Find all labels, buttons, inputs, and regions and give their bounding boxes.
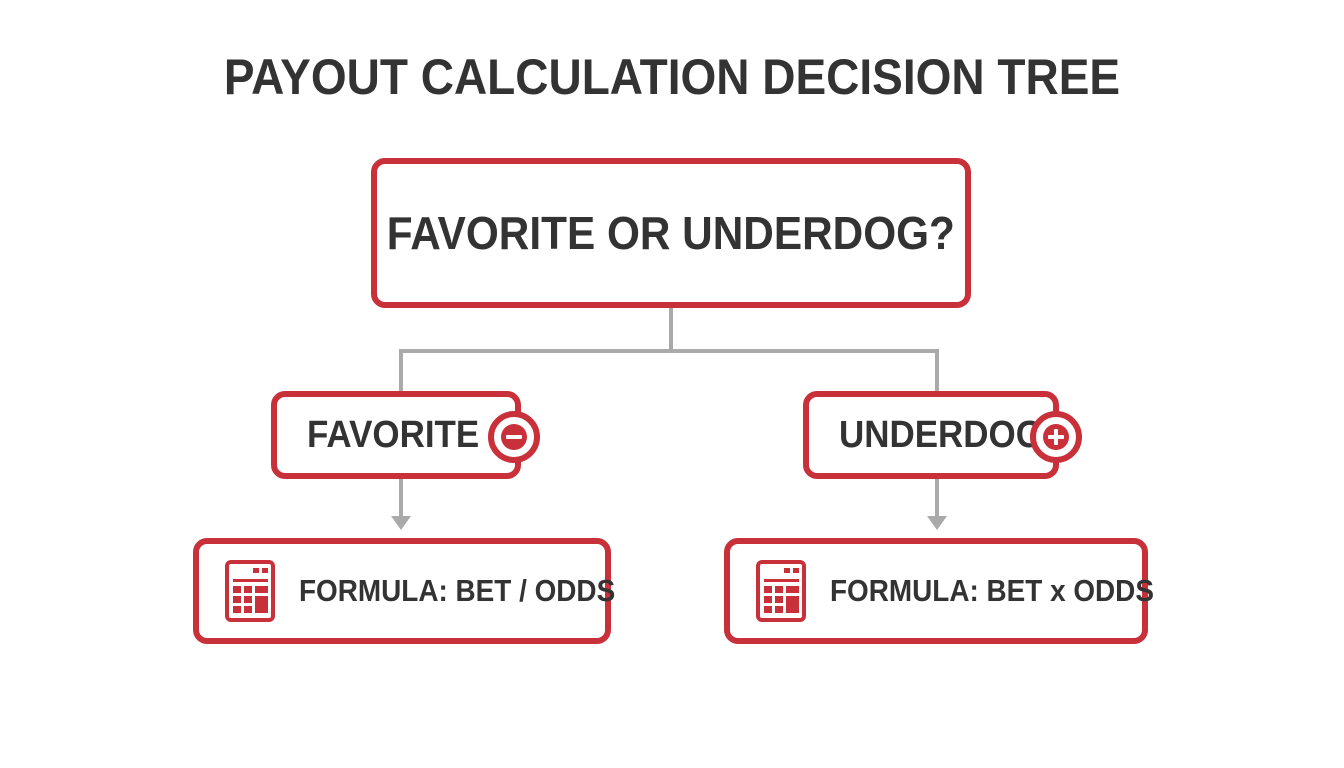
calculator-icon [756, 560, 806, 622]
diagram-title: PAYOUT CALCULATION DECISION TREE [223, 49, 1121, 105]
plus-circle-icon [1030, 411, 1082, 463]
favorite-label: FAVORITE [307, 413, 480, 456]
question-text: FAVORITE OR UNDERDOG? [386, 207, 956, 259]
underdog-formula-text: FORMULA: BET x ODDS [830, 573, 1154, 608]
underdog-node: UNDERDOG [803, 391, 1059, 479]
arrow-head-right [927, 516, 947, 530]
underdog-formula-node: FORMULA: BET x ODDS [724, 538, 1154, 644]
arrow-head-left [391, 516, 411, 530]
calculator-icon [225, 560, 275, 622]
question-node: FAVORITE OR UNDERDOG? [371, 158, 971, 308]
minus-circle-icon [488, 411, 540, 463]
favorite-node: FAVORITE [271, 391, 521, 479]
favorite-formula-text: FORMULA: BET / ODDS [299, 573, 616, 608]
favorite-formula-node: FORMULA: BET / ODDS [193, 538, 615, 644]
underdog-label: UNDERDOG [839, 413, 1043, 456]
